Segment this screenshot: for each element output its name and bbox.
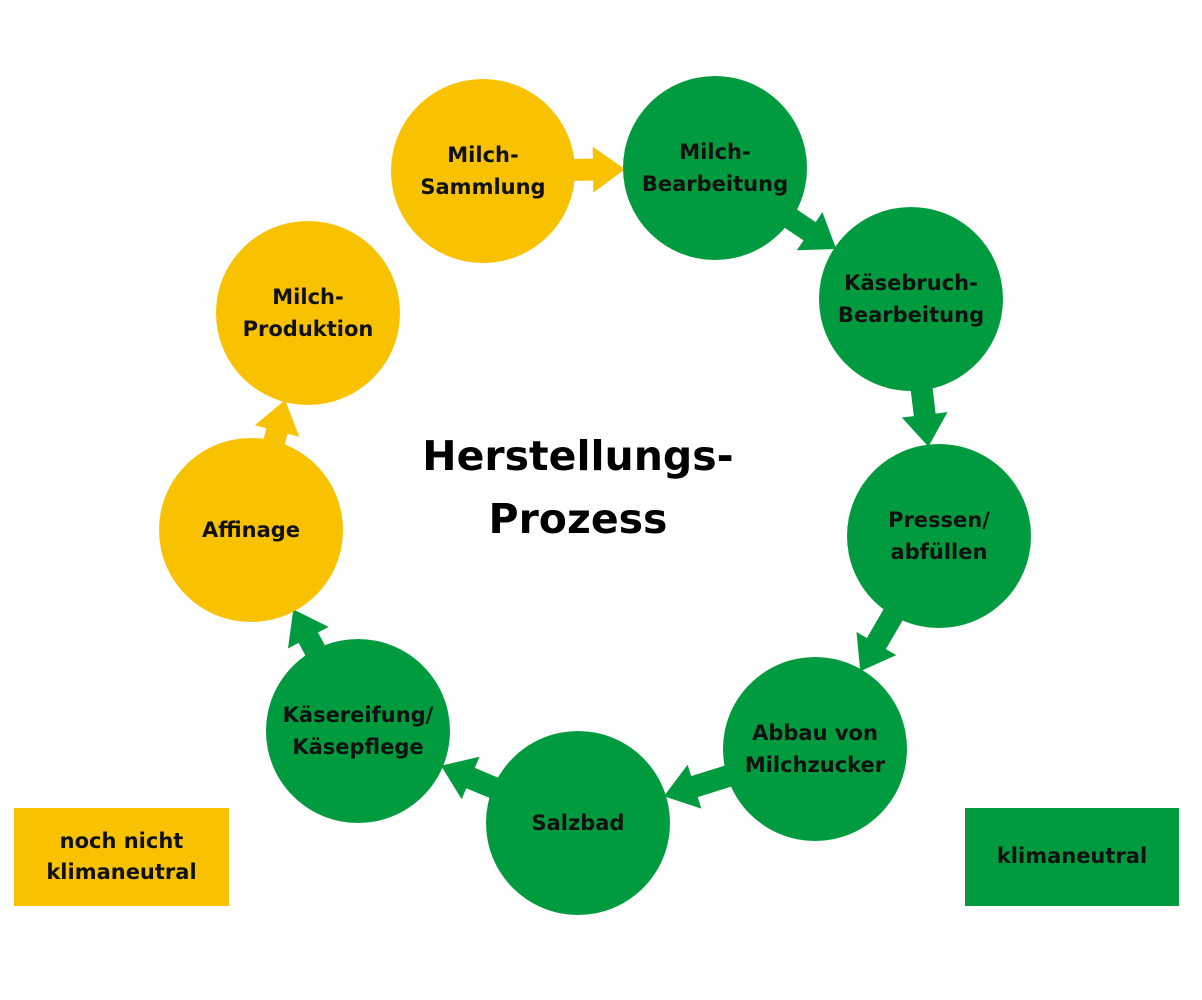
step-label-line: Milch- [272, 285, 343, 309]
step-label: Affinage [202, 518, 300, 542]
step-label-line: Bearbeitung [838, 303, 984, 327]
step-label-line: Käsepflege [292, 735, 423, 759]
step-label-line: Pressen/ [888, 508, 990, 532]
step-circle [266, 639, 450, 823]
arrow-5-to-6 [663, 762, 740, 809]
step-circle [847, 444, 1031, 628]
nodes-layer: Milch-SammlungMilch-BearbeitungKäsebruch… [159, 76, 1031, 915]
arrow-1-to-2 [564, 146, 625, 193]
center-title-line: Prozess [489, 495, 668, 543]
step-label-line: Affinage [202, 518, 300, 542]
legend-label: klimaneutral [997, 841, 1147, 873]
arrow-6-to-7 [441, 756, 507, 802]
step-node-9: Milch- Produktion [216, 221, 400, 405]
legend-label-line: klimaneutral [46, 860, 197, 884]
step-node-4: Pressen/abfüllen [847, 444, 1031, 628]
step-node-1: Milch- Sammlung [391, 79, 575, 263]
step-node-2: Milch- Bearbeitung [623, 76, 807, 260]
step-circle [159, 438, 343, 622]
step-label-line: Milch- [447, 143, 518, 167]
step-label-line: abfüllen [891, 540, 988, 564]
step-circle [216, 221, 400, 405]
center-title: Herstellungs- Prozess [422, 432, 733, 543]
arrows-layer [254, 146, 948, 809]
step-label-line: Sammlung [420, 175, 545, 199]
legend-climate-neutral: klimaneutral [965, 808, 1179, 906]
center-title-line: Herstellungs- [422, 432, 733, 480]
step-circle [486, 731, 670, 915]
step-label-line: Salzbad [532, 811, 625, 835]
step-node-3: Käsebruch- Bearbeitung [819, 207, 1003, 391]
legend-label-line: klimaneutral [996, 844, 1148, 869]
step-label: Salzbad [532, 811, 625, 835]
step-label-line: Milchzucker [745, 753, 886, 777]
legend-label-line: noch nicht [59, 828, 184, 853]
step-label: Käsebruch- Bearbeitung [838, 271, 984, 327]
step-label-line: Abbau von [752, 721, 878, 745]
step-label: Milch- Bearbeitung [642, 140, 788, 196]
step-label-line: Käsebruch- [844, 271, 978, 295]
step-label: Pressen/abfüllen [888, 508, 990, 564]
step-label: Milch- Sammlung [420, 143, 545, 199]
step-circle [819, 207, 1003, 391]
arrow-3-to-4 [901, 379, 948, 447]
step-circle [723, 657, 907, 841]
step-node-6: Salzbad [486, 731, 670, 915]
legend-not-climate-neutral: noch nicht klimaneutral [14, 808, 229, 906]
step-label-line: Bearbeitung [642, 172, 788, 196]
step-label-line: Käsereifung/ [283, 703, 434, 727]
step-circle [623, 76, 807, 260]
legend-label: noch nicht klimaneutral [46, 826, 196, 889]
step-node-7: Käsereifung/Käsepflege [266, 639, 450, 823]
step-node-8: Affinage [159, 438, 343, 622]
step-label: Käsereifung/Käsepflege [283, 703, 434, 759]
step-label: Milch- Produktion [243, 285, 374, 341]
step-label-line: Milch- [679, 140, 750, 164]
step-circle [391, 79, 575, 263]
arrow-4-to-5 [856, 601, 908, 672]
step-label-line: Produktion [243, 317, 374, 341]
